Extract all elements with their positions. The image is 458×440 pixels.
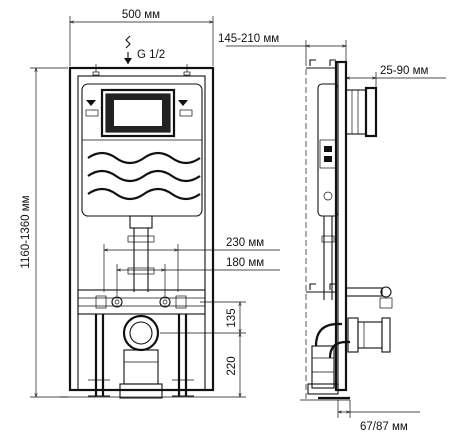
side-view <box>300 59 393 401</box>
wall-bracket-bottom <box>306 283 336 293</box>
dim-outlet-spacing: 230 мм <box>226 237 264 249</box>
wc-connector <box>347 317 391 353</box>
drain-elbow <box>119 314 163 399</box>
dim-drain-height: 135 <box>226 308 238 327</box>
dim-height-range: 1160-1360 мм <box>20 195 32 268</box>
inlet-fitting <box>345 286 393 309</box>
front-dimensions: 500 мм G 1/2 1160-1360 мм 230 мм 180 мм … <box>20 9 280 397</box>
frame-top-holes <box>92 64 191 76</box>
dim-floor-to-outlet: 220 <box>226 356 238 375</box>
frame-outline <box>68 64 215 392</box>
frame-legs <box>88 314 194 397</box>
dim-water-inlet: G 1/2 <box>137 49 165 61</box>
bolt-holes <box>95 295 187 309</box>
drain-elbow-side <box>307 322 350 395</box>
dim-inlet-spacing: 180 мм <box>226 257 264 269</box>
dim-bottom-depth: 67/87 мм <box>360 421 408 433</box>
water-inlet-arrow-icon <box>124 35 132 64</box>
dim-flush-offset: 25-90 мм <box>380 65 429 77</box>
side-dimensions: 145-210 мм 25-90 мм 67/87 мм <box>218 33 446 433</box>
flush-pipe <box>127 215 155 292</box>
cistern-wave-pattern <box>87 151 201 201</box>
dim-frame-width: 500 мм <box>122 9 160 21</box>
wall-bracket-top <box>306 59 336 69</box>
flush-plate-icon <box>85 88 193 138</box>
dim-depth-range: 145-210 мм <box>218 33 279 45</box>
front-view <box>60 64 215 399</box>
